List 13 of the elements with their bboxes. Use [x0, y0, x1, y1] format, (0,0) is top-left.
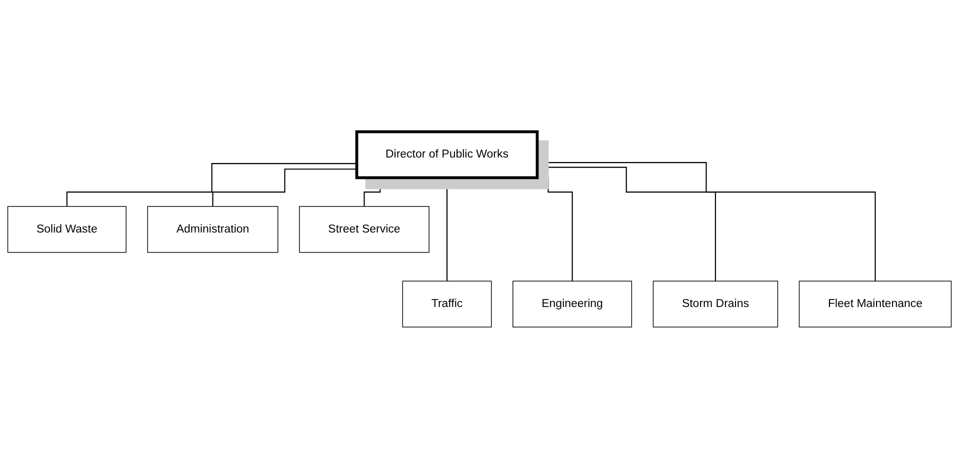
connector [212, 168, 357, 208]
node-box: Fleet Maintenance [798, 280, 952, 328]
node-box: Engineering [512, 280, 632, 328]
connector [537, 166, 716, 282]
node-box: Street Service [299, 206, 430, 253]
connector [446, 177, 448, 282]
node-box: Traffic [402, 280, 492, 328]
node-box: Storm Drains [652, 280, 778, 328]
connector [537, 162, 876, 282]
node-box: Administration [147, 206, 278, 253]
node-box: Director of Public Works [355, 130, 539, 180]
node-box: Solid Waste [7, 206, 126, 253]
connector [66, 163, 357, 208]
